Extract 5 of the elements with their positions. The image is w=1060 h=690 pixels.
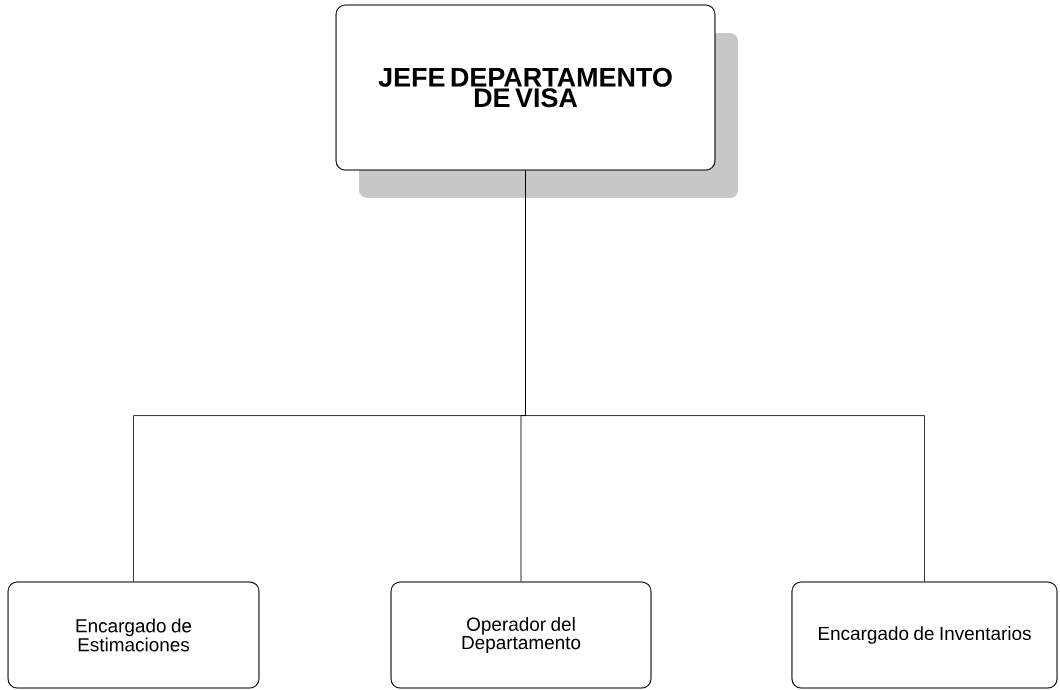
position-box: Encargado de Estimaciones [7,581,260,689]
position-box: JEFE DEPARTAMENTO DE VISA [335,4,738,198]
connector-line [525,170,925,582]
position-box: Encargado de Inventarios [791,581,1058,689]
position-box: Operador del Departamento [390,581,652,689]
